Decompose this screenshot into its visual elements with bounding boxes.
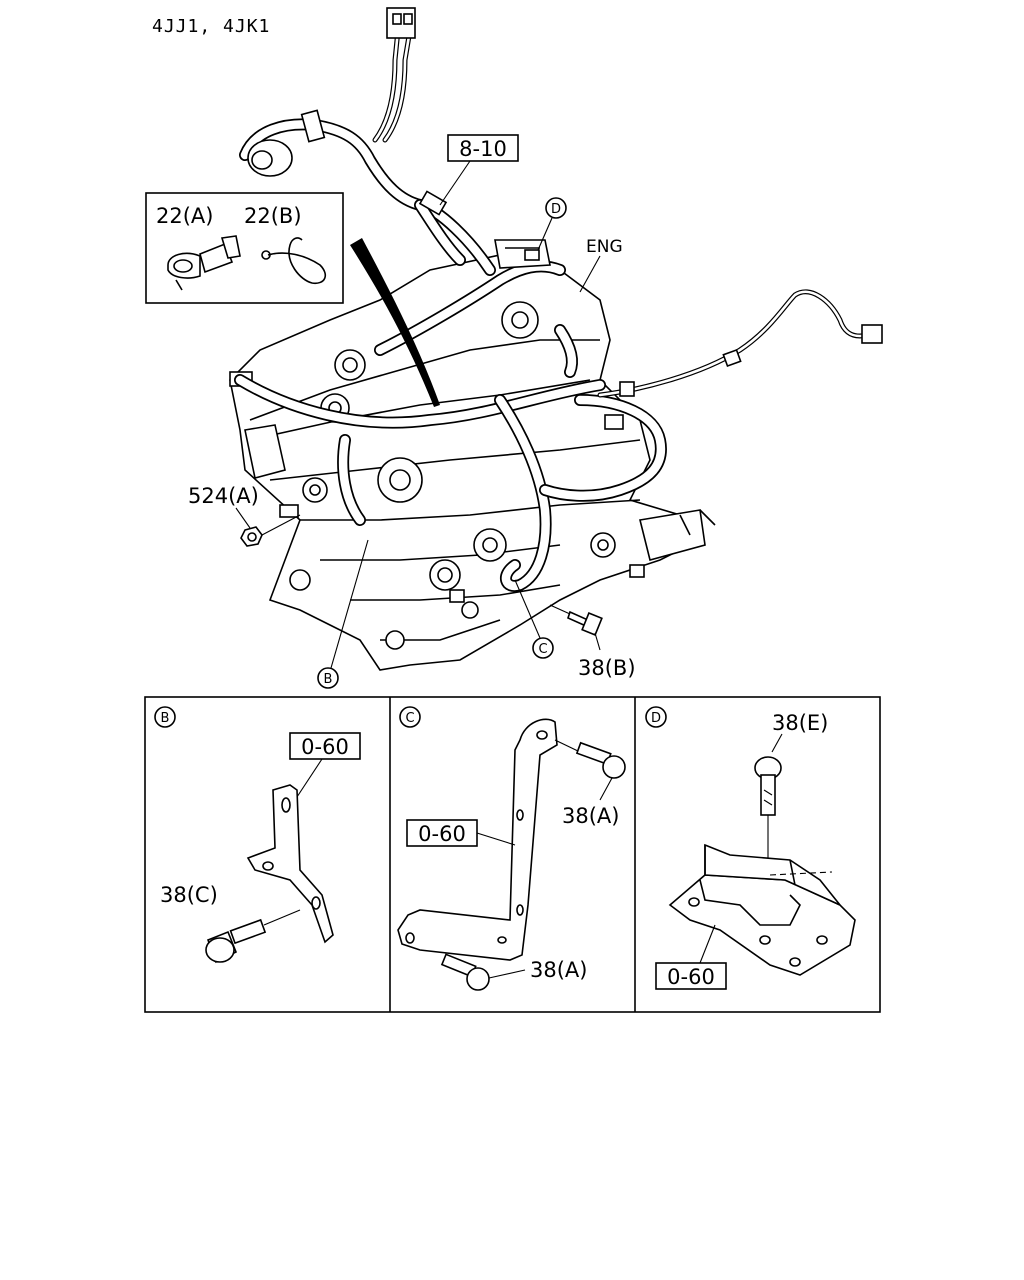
svg-text:D: D <box>551 202 561 217</box>
panel-d: D 38(E) 0-60 <box>645 706 856 990</box>
clip-22a-label: 22(A) <box>156 204 213 228</box>
bolt-38b: 38(B) <box>549 604 636 680</box>
panel-d-bolt-label: 38(E) <box>772 711 828 735</box>
panel-b-title: B <box>161 711 170 726</box>
clip-22b-label: 22(B) <box>244 204 302 228</box>
svg-text:B: B <box>324 672 333 687</box>
hose-ref-text: 8-10 <box>459 137 507 161</box>
panel-d-title: D <box>651 711 661 726</box>
panel-c-title: C <box>405 711 414 726</box>
nut-label: 524(A) <box>188 484 259 508</box>
eng-label: ENG <box>586 237 623 257</box>
panel-b: B 0-60 38(C) <box>154 706 361 964</box>
svg-text:C: C <box>538 642 547 657</box>
panel-b-bolt-label: 38(C) <box>160 883 218 907</box>
panel-c-bolt-bottom-label: 38(A) <box>530 958 587 982</box>
callout-marker-b: B <box>317 539 369 689</box>
bolt-38b-label: 38(B) <box>578 656 636 680</box>
clip-22a-icon <box>167 235 241 291</box>
engine-model-title: 4JJ1, 4JK1 <box>152 16 270 37</box>
callout-marker-d: D <box>537 197 567 251</box>
clip-inset: 22(A) 22(B) <box>145 192 344 304</box>
engine-assembly <box>229 7 883 671</box>
hose-ref-label: 8-10 <box>439 134 519 206</box>
panel-c-bolt-top-label: 38(A) <box>562 804 619 828</box>
panel-c-ref: 0-60 <box>418 822 466 846</box>
detail-panels <box>144 696 881 1013</box>
callout-marker-c: C <box>514 579 554 659</box>
panel-d-ref: 0-60 <box>667 965 715 989</box>
panel-c: C 0-60 38(A) 38(A) <box>397 706 626 991</box>
nut-524a: 524(A) <box>188 484 301 547</box>
clip-22b-icon <box>261 237 327 285</box>
eng-leader <box>579 255 601 293</box>
panel-b-ref: 0-60 <box>301 735 349 759</box>
